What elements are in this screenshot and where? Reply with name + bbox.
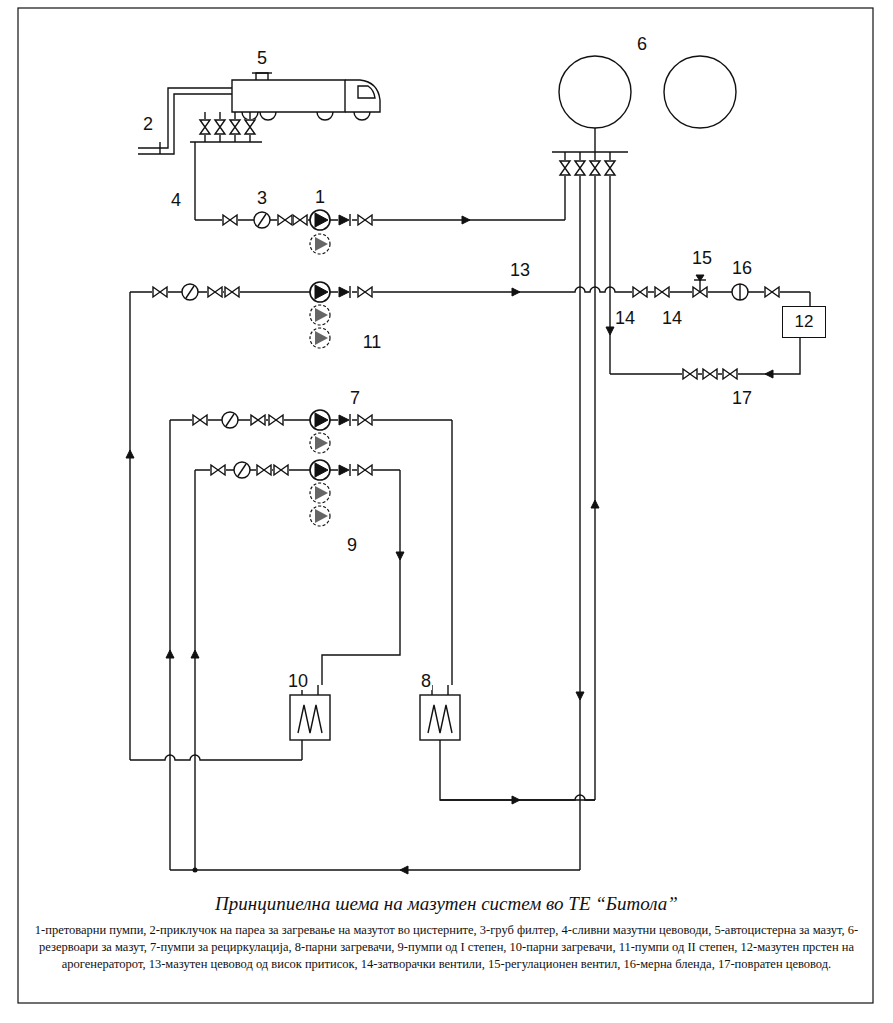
fuel-ring-box: 12 — [782, 306, 826, 338]
callout-number: 14 — [614, 309, 636, 327]
node-text: 12 — [795, 312, 814, 332]
callout-number: 7 — [349, 389, 361, 407]
callout-number: 1 — [314, 188, 326, 206]
callout-number: 17 — [731, 389, 753, 407]
callout-number: 16 — [731, 259, 753, 277]
diagram-title: Принципиелна шема на мазутен систем во Т… — [20, 893, 873, 915]
callout-number: 15 — [691, 249, 713, 267]
callout-number: 6 — [636, 35, 648, 53]
callout-number: 9 — [346, 536, 358, 554]
callout-number: 4 — [170, 191, 182, 209]
callout-number: 10 — [287, 672, 309, 690]
callout-number: 8 — [420, 672, 432, 690]
callout-number: 2 — [142, 115, 154, 133]
callout-number: 13 — [509, 261, 531, 279]
callout-number: 5 — [256, 49, 268, 67]
callout-number: 14 — [661, 309, 683, 327]
callout-number: 3 — [256, 189, 268, 207]
legend-caption: 1-претоварни пумпи, 2-приклучок на пареа… — [34, 922, 859, 973]
callout-number: 11 — [362, 333, 383, 351]
